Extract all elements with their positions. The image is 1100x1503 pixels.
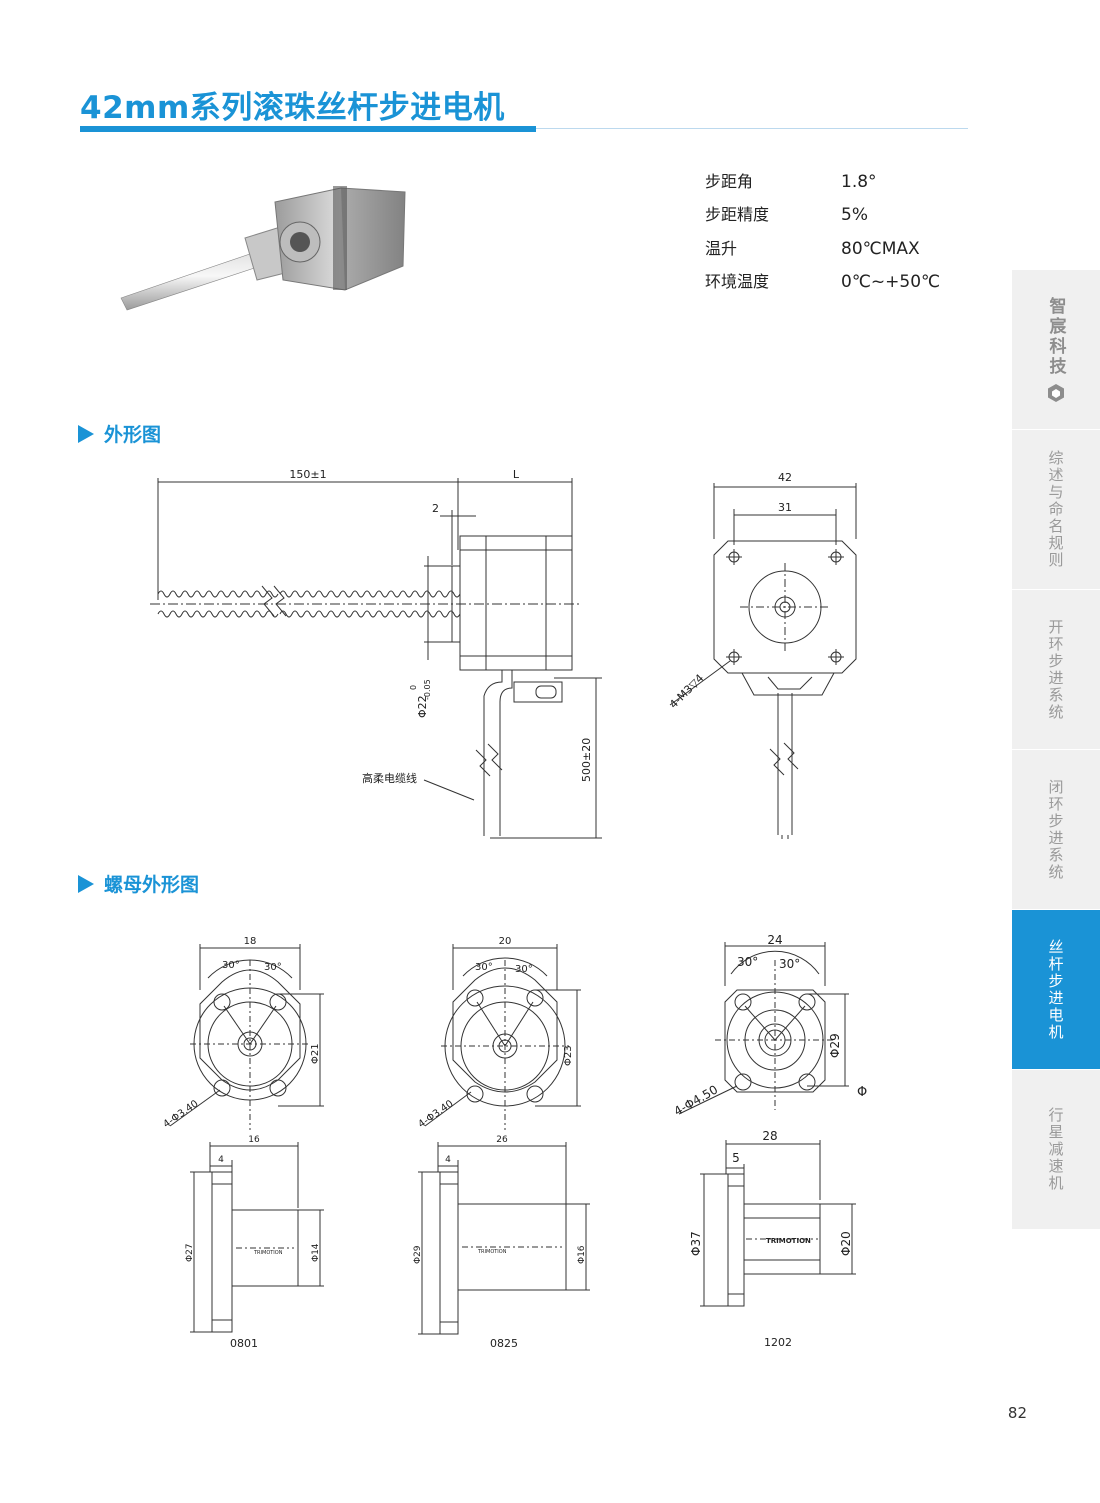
- nut-0825-logo: TRIMOTION: [477, 1249, 507, 1255]
- spec-value: 0℃~+50℃: [841, 272, 941, 292]
- sidebar-brand: 智宸科技: [1012, 270, 1100, 429]
- nut-0825-angle2: 30°: [515, 964, 533, 975]
- nut-0801-code: 0801: [230, 1337, 258, 1350]
- dim-2: 2: [432, 502, 439, 515]
- sidebar: 智宸科技 综述与命名规则 开环步进系统 闭环步进系统 丝杆步进电机 行星减速机: [1012, 270, 1100, 1230]
- nut-1202-side: 28 5 Φ37 Φ20 TRIMOTION 1202: [689, 1129, 856, 1349]
- tol-lower: -0.05: [423, 679, 432, 700]
- nut-1202-extra: Φ: [857, 1085, 867, 1100]
- dim-L: L: [513, 468, 520, 481]
- page-number: 82: [1007, 1404, 1027, 1422]
- nut-0801-len: 16: [248, 1135, 260, 1145]
- nut-1202-angle2: 30°: [779, 957, 800, 971]
- triangle-icon: [78, 875, 94, 893]
- motor-side-drawing: 150±1 L 2 Φ22 0 -0.05 500±20 高柔电缆线: [150, 468, 602, 839]
- spec-value: 5%: [841, 205, 868, 225]
- thread-label: 4-M3▽4: [667, 672, 707, 712]
- spec-value: 1.8°: [841, 172, 877, 192]
- nut-0825-angle1: 30°: [475, 962, 493, 973]
- nut-0801-dia: Φ21: [310, 1043, 321, 1064]
- section-outline: 外形图: [78, 420, 161, 447]
- sidebar-tab-closed-loop[interactable]: 闭环步进系统: [1012, 750, 1100, 909]
- spec-temp-rise: 温升 80℃MAX: [705, 235, 920, 259]
- nut-1202-len: 28: [762, 1129, 777, 1143]
- nut-0825-d-body: Φ16: [577, 1245, 587, 1264]
- dim-150: 150±1: [289, 468, 326, 481]
- dim-42: 42: [778, 471, 792, 484]
- nut-0825-flange: 4: [445, 1155, 451, 1165]
- nut-0801-logo: TRIMOTION: [253, 1250, 283, 1256]
- nut-0801-angle1: 30°: [222, 960, 240, 971]
- nut-1202-flange: 5: [732, 1151, 740, 1165]
- nut-0801-angle2: 30°: [264, 962, 282, 973]
- sidebar-tab-planetary-gearbox[interactable]: 行星减速机: [1012, 1070, 1100, 1229]
- nut-0801-flange: 4: [218, 1155, 224, 1165]
- sidebar-tab-screw-motor[interactable]: 丝杆步进电机: [1012, 910, 1100, 1069]
- spec-ambient-temp: 环境温度 0℃~+50℃: [705, 268, 940, 292]
- product-photo: [120, 186, 406, 311]
- nut-0825-dia: Φ23: [563, 1045, 574, 1066]
- nut-1202-code: 1202: [764, 1336, 792, 1349]
- nut-1202-angle1: 30°: [737, 955, 758, 969]
- nut-1202-d-body: Φ20: [839, 1231, 853, 1256]
- sidebar-tab-open-loop[interactable]: 开环步进系统: [1012, 590, 1100, 749]
- nut-0825-len: 26: [496, 1135, 508, 1145]
- title-rule: [536, 128, 968, 129]
- nut-1202-holes: 4-Φ4.50: [672, 1082, 721, 1118]
- nut-0825-d-outer: Φ29: [413, 1245, 423, 1264]
- spec-label: 环境温度: [705, 272, 770, 291]
- nut-0801-holes: 4-Φ3.40: [161, 1098, 200, 1130]
- nut-0825-side: 26 4 Φ29 Φ16 TRIMOTION 0825: [413, 1135, 590, 1350]
- motor-front-drawing: 42 31 4-M3▽4: [667, 471, 857, 839]
- nut-0825-code: 0825: [490, 1337, 518, 1350]
- dim-phi22: Φ22: [416, 695, 429, 718]
- tol-upper: 0: [409, 685, 418, 690]
- spec-step-angle: 步距角 1.8°: [705, 168, 877, 192]
- nut-0801-front: 18 30° 30° Φ21 4-Φ3.40: [161, 936, 324, 1130]
- spec-step-accuracy: 步距精度 5%: [705, 201, 868, 225]
- nut-0801-d-body: Φ14: [311, 1243, 321, 1262]
- nut-0825-front: 20 30° 30° Φ23 4-Φ3.40: [416, 936, 581, 1130]
- dim-31: 31: [778, 501, 792, 514]
- nut-0825-width: 20: [499, 936, 512, 947]
- nut-0801-side: 16 4 Φ27 Φ14 TRIMOTION 0801: [185, 1135, 324, 1350]
- section-nut-outline: 螺母外形图: [78, 870, 199, 897]
- sidebar-tab-overview[interactable]: 综述与命名规则: [1012, 430, 1100, 589]
- nut-0825-holes: 4-Φ3.40: [416, 1098, 455, 1130]
- nut-1202-dia: Φ29: [828, 1033, 842, 1058]
- brand-name: 智宸科技: [1045, 296, 1066, 377]
- nut-1202-d-outer: Φ37: [689, 1231, 703, 1256]
- nut-0801-width: 18: [244, 936, 257, 947]
- title-underline: [80, 126, 536, 132]
- page-title: 42mm系列滚珠丝杆步进电机: [80, 90, 505, 126]
- spec-label: 步距精度: [705, 205, 770, 224]
- spec-label: 温升: [705, 239, 738, 258]
- cable-label: 高柔电缆线: [362, 771, 417, 785]
- spec-value: 80℃MAX: [841, 239, 920, 259]
- dim-500: 500±20: [580, 738, 593, 782]
- nut-1202-logo: TRIMOTION: [766, 1237, 811, 1245]
- brand-logo-icon: [1048, 383, 1064, 402]
- spec-label: 步距角: [705, 172, 754, 191]
- nut-1202-width: 24: [767, 933, 782, 947]
- triangle-icon: [78, 425, 94, 443]
- nut-1202-front: 24 30° 30° Φ29 4-Φ4.50 Φ: [672, 933, 868, 1119]
- nut-0801-d-outer: Φ27: [185, 1243, 195, 1262]
